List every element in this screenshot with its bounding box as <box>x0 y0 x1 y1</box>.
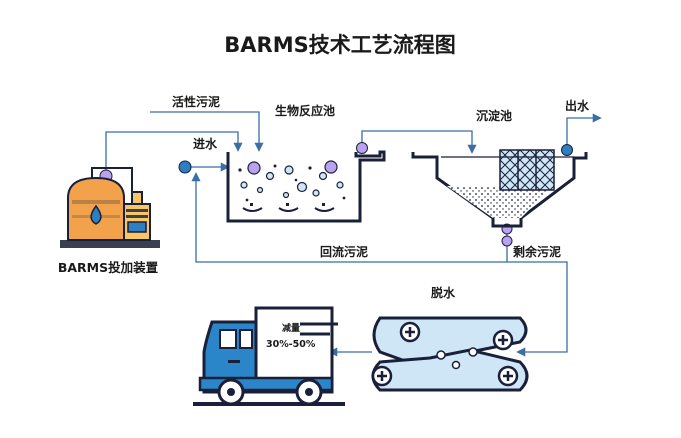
inflow-label: 进水 <box>193 136 218 151</box>
dosing-line <box>105 131 243 176</box>
sedimentation-label: 沉淀池 <box>476 108 512 123</box>
bioreactor-tank <box>226 150 386 223</box>
storage-tank-icon <box>60 167 160 248</box>
aeration-bubbles <box>240 160 344 199</box>
excess-sludge-line <box>506 226 568 357</box>
belt-press-icon <box>371 316 529 392</box>
dewatering-label: 脱水 <box>431 285 456 300</box>
return-sludge-line <box>191 172 507 263</box>
outflow-label: 出水 <box>565 98 590 113</box>
outflow-line <box>566 113 602 148</box>
sedimentation-tank <box>411 149 588 228</box>
truck-icon <box>193 306 345 406</box>
activated-sludge-label: 活性污泥 <box>172 94 220 109</box>
dosing-device-label: BARMS投加装置 <box>58 260 159 275</box>
page-title: BARMS技术工艺流程图 <box>224 33 455 57</box>
truck-reduction-label: 减量 <box>282 322 300 334</box>
reactor-to-sedimentation-line <box>361 130 477 154</box>
return-sludge-label: 回流污泥 <box>320 244 368 259</box>
truck-range-label: 30%-50% <box>266 339 316 350</box>
activated-sludge-line <box>150 111 264 152</box>
aerators <box>242 207 335 212</box>
excess-sludge-label: 剩余污泥 <box>513 244 561 259</box>
bioreactor-label: 生物反应池 <box>275 103 335 118</box>
pipelines <box>105 111 602 357</box>
